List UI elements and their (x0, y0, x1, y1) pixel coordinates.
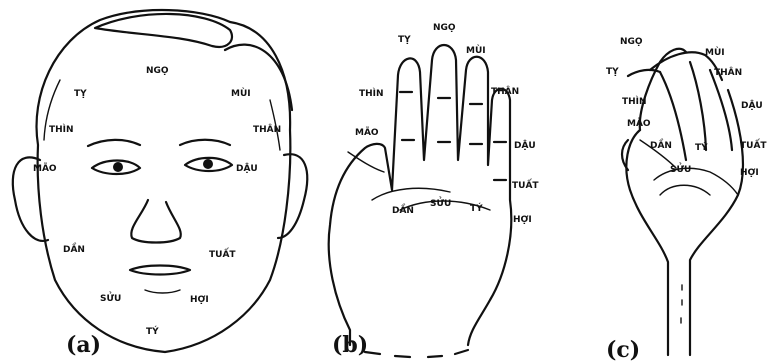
stem-texture (681, 285, 682, 323)
pupil-right (203, 159, 213, 169)
wrist-dash-2 (395, 356, 410, 357)
label-mao: MÃO (355, 127, 379, 138)
brow-right (180, 140, 230, 145)
label-ty-top: TỴ (74, 89, 87, 99)
label-tuat: TUẤT (512, 178, 539, 191)
label-mui: MÙI (231, 87, 251, 99)
label-than: THÂN (253, 123, 281, 135)
label-dan: DẦN (63, 242, 85, 255)
label-hoi: HỢI (740, 168, 759, 178)
label-thin: THÌN (622, 95, 647, 107)
label-mao: MÃO (33, 163, 57, 174)
hand-figure: TỴ NGỌ MÙI THÌN THÂN MÃO DẬU TUẤT DẦN SỬ… (329, 23, 540, 358)
caption-c: (c) (606, 337, 640, 361)
label-hoi: HỢI (513, 215, 532, 225)
thumb-crease (348, 152, 384, 172)
label-tuat: TUẤT (209, 247, 236, 260)
label-ty-chin: TÝ (146, 325, 159, 337)
tree-figure: NGỌ MÙI TỴ THÂN THÌN DẬU MÃO TUẤT DẦN TÝ… (606, 37, 767, 361)
label-suu: SỬU (430, 196, 451, 209)
wrist-dash-3 (428, 356, 442, 357)
label-dau: DẬU (236, 163, 258, 174)
hand-outline (329, 45, 512, 345)
label-hoi: HỢI (190, 295, 209, 305)
label-thin: THÌN (49, 123, 74, 135)
label-dan: DẦN (392, 203, 414, 216)
label-ngo: NGỌ (620, 37, 643, 47)
label-ty-top: TỴ (398, 35, 411, 45)
hair-right (225, 45, 292, 110)
stem-left (626, 130, 668, 355)
label-dan: DẦN (650, 138, 672, 151)
label-dau: DẬU (514, 140, 536, 151)
caption-a: (a) (66, 332, 101, 358)
wrist-dash-4 (455, 350, 468, 354)
label-suu: SỬU (100, 291, 121, 304)
mouth (130, 266, 190, 275)
label-thin: THÌN (359, 87, 384, 99)
hair-line (95, 14, 232, 47)
stem-right (690, 90, 743, 355)
label-tuat: TUẤT (740, 138, 767, 151)
face-outline (37, 10, 291, 352)
label-ngo: NGỌ (433, 23, 456, 33)
label-mao: MÃO (627, 118, 651, 129)
label-than: THÂN (491, 85, 519, 97)
brow-left (88, 140, 140, 146)
label-ty-top: TỴ (606, 67, 619, 77)
branch-5 (690, 62, 706, 150)
label-than: THÂN (714, 66, 742, 78)
label-ty-base: TÝ (695, 141, 708, 153)
branch-6 (710, 70, 732, 150)
label-ngo: NGỌ (146, 66, 169, 76)
face-figure: NGỌ TỴ MÙI THÌN THÂN MÃO DẬU DẦN TUẤT SỬ… (13, 10, 307, 358)
nose (131, 200, 181, 243)
label-mui: MÙI (705, 46, 725, 58)
ear-right (278, 154, 307, 238)
caption-b: (b) (332, 332, 368, 358)
branch-9 (660, 185, 710, 195)
pupil-left (113, 162, 123, 172)
branch-8 (654, 168, 738, 195)
label-suu: SỬU (670, 162, 691, 175)
label-dau: DẬU (741, 100, 763, 111)
chin-line (145, 290, 180, 293)
label-mui: MÙI (466, 44, 486, 56)
label-ty-palm: TÝ (470, 202, 483, 214)
